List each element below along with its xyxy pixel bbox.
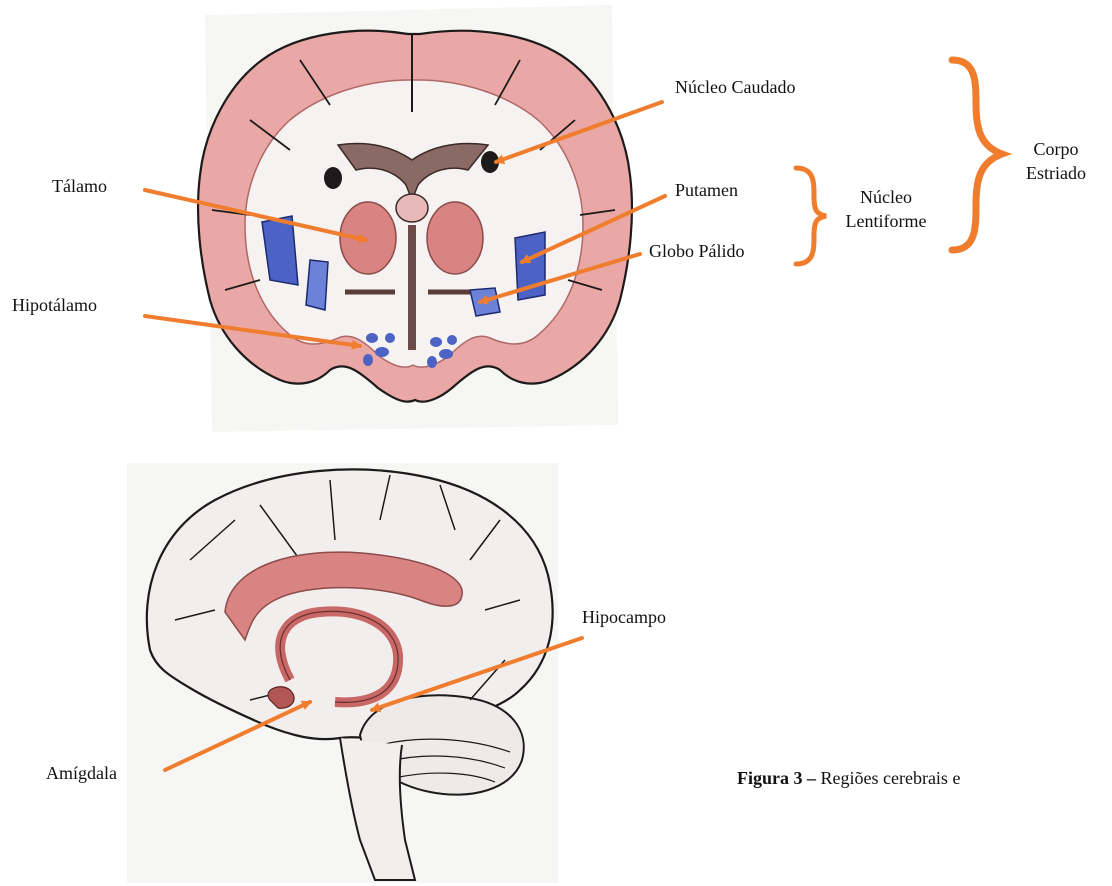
brace-corpo-estriado bbox=[952, 60, 1002, 250]
brace-nucleo-lentiforme bbox=[796, 168, 826, 264]
label-nucleo-lentiforme-line1: Núcleo bbox=[836, 186, 936, 208]
label-corpo-estriado-line1: Corpo bbox=[1008, 138, 1104, 160]
thalamus-right bbox=[427, 202, 483, 274]
figure-caption: Figura 3 – Regiões cerebrais e bbox=[737, 768, 960, 789]
sagittal-section bbox=[127, 463, 558, 883]
label-hipocampo: Hipocampo bbox=[582, 606, 666, 628]
label-nucleo-lentiforme-line2: Lentiforme bbox=[836, 210, 936, 232]
globus-pallidus-left bbox=[306, 260, 328, 310]
caudate-nucleus-left bbox=[324, 167, 342, 189]
caption-prefix: Figura 3 – bbox=[737, 768, 816, 788]
label-talamo: Tálamo bbox=[52, 175, 107, 197]
label-hipotalamo: Hipotálamo bbox=[12, 294, 97, 316]
fornix bbox=[396, 194, 428, 222]
caption-text: Regiões cerebrais e bbox=[816, 768, 960, 788]
label-amigdala: Amígdala bbox=[46, 762, 117, 784]
label-putamen: Putamen bbox=[675, 179, 738, 201]
third-ventricle bbox=[408, 225, 416, 350]
label-globo-palido: Globo Pálido bbox=[649, 240, 745, 262]
label-corpo-estriado-line2: Estriado bbox=[1008, 162, 1104, 184]
label-nucleo-caudado: Núcleo Caudado bbox=[675, 76, 795, 98]
